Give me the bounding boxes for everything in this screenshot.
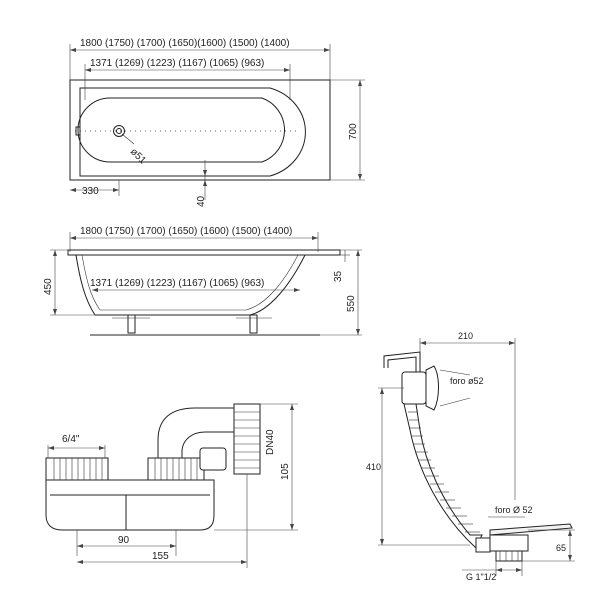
siphon-spacing-inner: 90: [118, 535, 130, 546]
tub-rim-outline: [69, 79, 331, 181]
drain-offset: 330: [82, 186, 99, 197]
outlet-coupling: [233, 403, 261, 475]
drain-hole-icon: [113, 125, 125, 137]
top-width: 700: [348, 123, 359, 140]
drain-height: 65: [556, 543, 566, 553]
drain-hole: foro Ø 52: [495, 505, 533, 515]
siphon-drawing: 6/4" DN40: [45, 403, 298, 568]
tub-leg-left: [127, 314, 136, 334]
siphon-height: 105: [280, 463, 291, 480]
tub-basin-outline: [79, 87, 306, 177]
drain-body: [489, 534, 529, 552]
flexible-hose: [403, 403, 483, 549]
siphon-spacing-outer: 155: [152, 551, 169, 562]
top-overall-length: 1800 (1750) (1700) (1650)(1600) (1500) (…: [80, 38, 290, 49]
side-inner-length: 1371 (1269) (1223) (1167) (1065) (963): [90, 278, 264, 289]
tub-basin-bottom: [77, 97, 286, 163]
overflow-hole: foro ø52: [450, 376, 484, 386]
siphon-thread: 6/4": [62, 434, 80, 445]
siphon-pipe: DN40: [265, 429, 276, 455]
bathtub-top-view: 1800 (1750) (1700) (1650)(1600) (1500) (…: [69, 38, 365, 207]
outlet-thread: G 1"1/2: [466, 572, 496, 582]
drain-diameter: ø51: [128, 146, 148, 166]
tub-leg-right: [249, 314, 258, 334]
siphon-elbow: [157, 407, 241, 459]
top-inner-length: 1371 (1269) (1223) (1167) (1065) (963): [90, 58, 264, 69]
side-rim: 35: [333, 270, 344, 282]
edge-offset: 40: [196, 195, 207, 207]
waste-horizontal: 210: [458, 331, 473, 341]
waste-overflow-drawing: 210 foro ø52 410 foro: [366, 331, 575, 582]
side-depth: 450: [43, 278, 54, 295]
siphon-body: [45, 479, 215, 531]
waste-height: 410: [366, 462, 381, 472]
side-overall-length: 1800 (1750) (1700) (1650) (1600) (1500) …: [80, 226, 292, 237]
overflow-head: [401, 371, 427, 405]
bathtub-side-view: 1800 (1750) (1700) (1650) (1600) (1500) …: [43, 226, 362, 336]
side-height: 550: [346, 295, 357, 312]
